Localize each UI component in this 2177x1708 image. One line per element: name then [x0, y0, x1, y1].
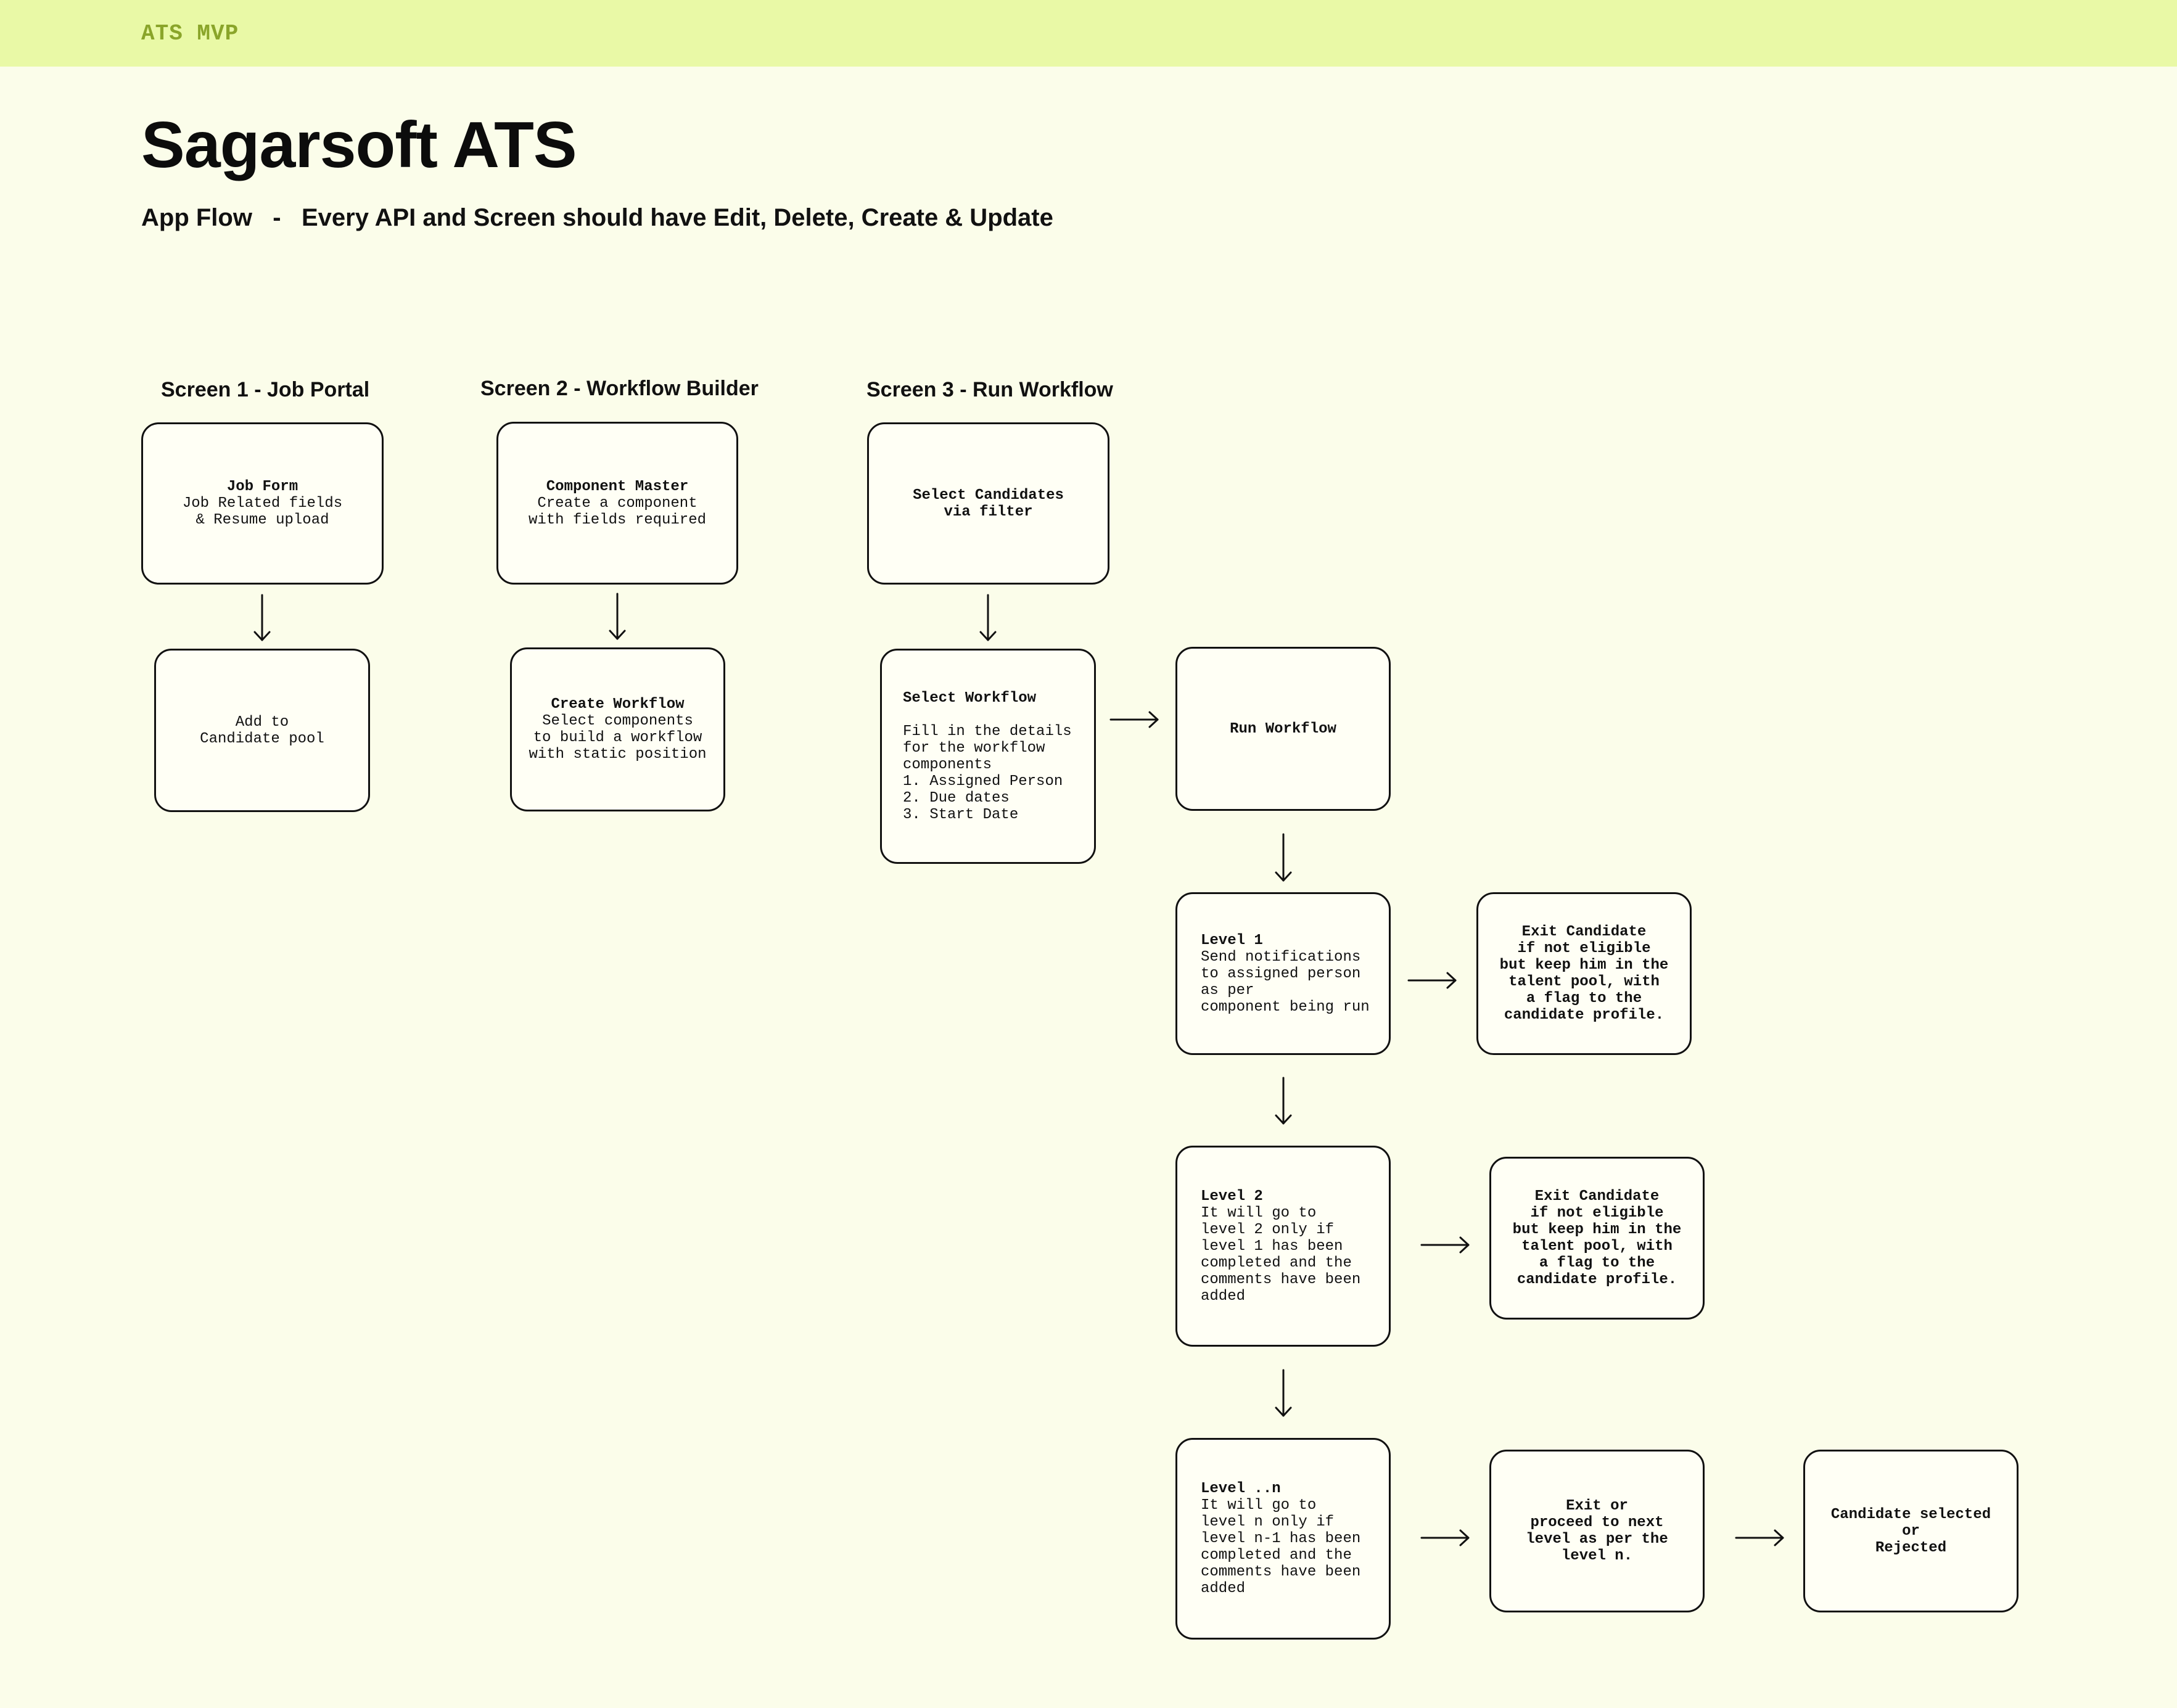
arrow-right-level2-to-exit [1420, 1236, 1470, 1254]
page-subtitle: App Flow - Every API and Screen should h… [141, 204, 1053, 231]
component-master-title: Component Master [546, 478, 689, 495]
level1-body: Send notifications to assigned person as… [1201, 948, 1370, 1016]
exit-candidate-box-2: Exit Candidate if not eligible but keep … [1489, 1157, 1705, 1320]
level-n-box: Level ..n It will go to level n only if … [1175, 1438, 1391, 1640]
select-workflow-title: Select Workflow [903, 689, 1037, 707]
create-workflow-body: Select components to build a workflow wi… [529, 713, 707, 763]
arrow-down-component-to-workflow [609, 593, 626, 640]
page-title: Sagarsoft ATS [141, 109, 577, 181]
select-candidates-box: Select Candidates via filter [867, 422, 1109, 585]
run-workflow-box: Run Workflow [1175, 647, 1391, 811]
create-workflow-box: Create Workflow Select components to bui… [510, 647, 725, 811]
final-outcome-body: Candidate selected or Rejected [1830, 1506, 1991, 1556]
final-outcome-box: Candidate selected or Rejected [1803, 1450, 2019, 1612]
level2-box: Level 2 It will go to level 2 only if le… [1175, 1146, 1391, 1347]
arrow-down-level1-to-level2 [1275, 1077, 1292, 1125]
level2-title: Level 2 [1201, 1188, 1263, 1205]
create-workflow-title: Create Workflow [551, 696, 685, 713]
select-candidates-title: Select Candidates via filter [913, 487, 1064, 520]
arrow-right-leveln-to-proceed [1420, 1529, 1470, 1546]
arrow-down-level2-to-leveln [1275, 1369, 1292, 1417]
level2-body: It will go to level 2 only if level 1 ha… [1201, 1204, 1361, 1305]
run-workflow-title: Run Workflow [1230, 720, 1336, 737]
arrow-down-job-form-to-pool [253, 594, 271, 641]
exit-candidate-body-1: Exit Candidate if not eligible but keep … [1499, 924, 1669, 1024]
candidate-pool-box: Add to Candidate pool [154, 649, 370, 812]
arrow-right-select-workflow-to-run [1109, 711, 1159, 728]
level1-title: Level 1 [1201, 932, 1263, 949]
arrow-down-run-to-level1 [1275, 833, 1292, 882]
arrow-right-proceed-to-final [1735, 1529, 1784, 1546]
level-n-title: Level ..n [1201, 1480, 1281, 1497]
component-master-box: Component Master Create a component with… [496, 422, 738, 585]
job-form-title: Job Form [226, 478, 298, 495]
select-workflow-body: Fill in the details for the workflow com… [903, 723, 1072, 823]
screen2-heading: Screen 2 - Workflow Builder [480, 377, 759, 400]
select-workflow-box: Select Workflow Fill in the details for … [880, 649, 1096, 864]
top-bar: ATS MVP [0, 0, 2177, 67]
level1-box: Level 1 Send notifications to assigned p… [1175, 892, 1391, 1055]
job-form-body: Job Related fields & Resume upload [182, 495, 343, 528]
component-master-body: Create a component with fields required [528, 495, 707, 528]
exit-candidate-body-2: Exit Candidate if not eligible but keep … [1512, 1188, 1682, 1288]
screen1-heading: Screen 1 - Job Portal [161, 378, 370, 401]
arrow-down-candidates-to-select-workflow [979, 594, 997, 641]
candidate-pool-body: Add to Candidate pool [200, 713, 324, 747]
exit-or-proceed-body: Exit or proceed to next level as per the… [1526, 1498, 1668, 1564]
screen3-heading: Screen 3 - Run Workflow [866, 378, 1113, 401]
level-n-body: It will go to level n only if level n-1 … [1201, 1497, 1361, 1597]
top-bar-label: ATS MVP [141, 21, 239, 46]
job-form-box: Job Form Job Related fields & Resume upl… [141, 422, 384, 585]
exit-or-proceed-box: Exit or proceed to next level as per the… [1489, 1450, 1705, 1612]
exit-candidate-box-1: Exit Candidate if not eligible but keep … [1476, 892, 1692, 1055]
arrow-right-level1-to-exit [1407, 972, 1457, 989]
